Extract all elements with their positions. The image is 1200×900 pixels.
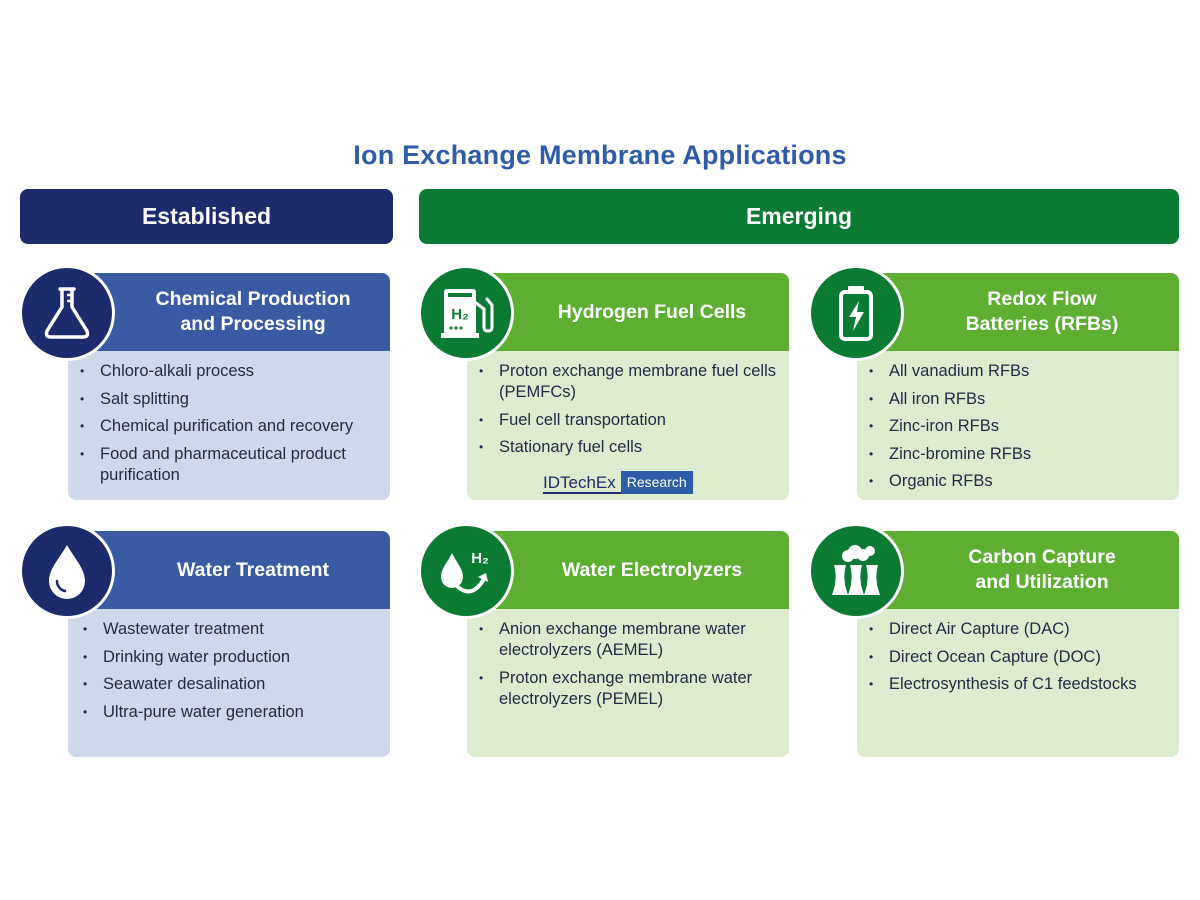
list-item: Fuel cell transportation [479,410,779,431]
card-body: Anion exchange membrane water electrolyz… [467,609,789,757]
card-header: Water Treatment [68,531,390,609]
item-list: Proton exchange membrane fuel cells (PEM… [479,361,779,465]
list-item: Proton exchange membrane fuel cells (PEM… [479,361,779,403]
item-list: All vanadium RFBs All iron RFBs Zinc-iro… [869,361,1169,499]
logo-tag: Research [620,471,693,494]
list-item: Salt splitting [80,389,380,410]
list-item: Ultra-pure water generation [83,702,378,723]
list-item: Electrosynthesis of C1 feedstocks [869,674,1174,695]
water-to-hydrogen-label: H₂ [471,550,489,567]
card-header: Water Electrolyzers [467,531,789,609]
list-item: Zinc-bromine RFBs [869,444,1169,465]
list-item: Zinc-iron RFBs [869,416,1169,437]
list-item: Chloro-alkali process [80,361,380,382]
emerging-banner: Emerging [419,189,1179,244]
list-item: Seawater desalination [83,674,378,695]
established-banner: Established [20,189,393,244]
list-item: Drinking water production [83,647,378,668]
water-to-hydrogen-icon: H₂ [418,523,514,619]
list-item: Stationary fuel cells [479,437,779,458]
card-body: Wastewater treatment Drinking water prod… [68,609,390,757]
card-title: Water Treatment [176,558,330,581]
list-item: Wastewater treatment [83,619,378,640]
logo-brand: IDTechEx [543,471,621,494]
list-item: Proton exchange membrane water electroly… [479,668,779,710]
water-drop-icon [19,523,115,619]
card-header: Hydrogen Fuel Cells [467,273,789,351]
cooling-towers-icon [808,523,904,619]
card-body: Chloro-alkali process Salt splitting Che… [68,351,390,500]
item-list: Direct Air Capture (DAC) Direct Ocean Ca… [869,619,1174,702]
item-list: Wastewater treatment Drinking water prod… [83,619,378,729]
list-item: All vanadium RFBs [869,361,1169,382]
card-title: Water Electrolyzers [561,558,743,581]
emerging-label: Emerging [745,203,853,229]
item-list: Anion exchange membrane water electrolyz… [479,619,779,716]
card-body: All vanadium RFBs All iron RFBs Zinc-iro… [857,351,1179,500]
card-body: Direct Air Capture (DAC) Direct Ocean Ca… [857,609,1179,757]
idtechex-logo: IDTechEx Research [543,471,693,494]
diagram-title: Ion Exchange Membrane Applications [353,140,847,170]
list-item: Organic RFBs [869,471,1169,492]
list-item: Direct Ocean Capture (DOC) [869,647,1174,668]
card-title: Hydrogen Fuel Cells [557,300,747,323]
battery-icon [808,265,904,361]
flask-icon [19,265,115,361]
list-item: Direct Air Capture (DAC) [869,619,1174,640]
established-label: Established [141,203,272,229]
hydrogen-pump-icon: H₂ [418,265,514,361]
item-list: Chloro-alkali process Salt splitting Che… [80,361,380,492]
list-item: Chemical purification and recovery [80,416,380,437]
list-item: Anion exchange membrane water electrolyz… [479,619,779,661]
list-item: All iron RFBs [869,389,1169,410]
list-item: Food and pharmaceutical product purifica… [80,444,380,486]
hydrogen-pump-label: H₂ [451,306,469,323]
